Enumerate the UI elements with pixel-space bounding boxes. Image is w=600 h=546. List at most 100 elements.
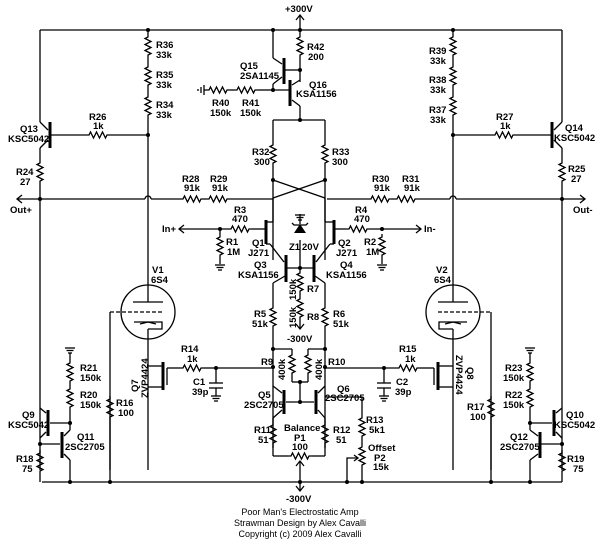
q13-part: KSC5042 <box>8 134 49 145</box>
r26-value: 1k <box>93 121 104 132</box>
caption-title: Poor Man's Electrostatic Amp <box>241 507 358 517</box>
r16-ref: R16 <box>116 398 133 409</box>
r3-ref: R3 <box>234 205 246 216</box>
input-stage <box>177 198 423 331</box>
q9-part: KSC5042 <box>8 420 49 431</box>
r4-ref: R4 <box>355 205 368 216</box>
q7-ref: Q7 <box>130 379 141 392</box>
r8-ref: R8 <box>307 312 319 323</box>
p2-value: 15k <box>373 462 390 473</box>
r35-value: 33k <box>156 80 173 91</box>
q13-ref: Q13 <box>20 124 38 135</box>
p1-name: Balance <box>284 423 320 434</box>
q8-ref: Q8 <box>464 367 475 380</box>
r7-ref: R7 <box>307 284 319 295</box>
r37-value: 33k <box>430 115 447 126</box>
r13-ref: R13 <box>366 415 383 426</box>
z1-value: 20V <box>302 242 320 253</box>
q10-part: KSC5042 <box>554 420 595 431</box>
r19-value: 75 <box>573 464 584 475</box>
v1-ref: V1 <box>152 265 164 276</box>
r7-value: 150k <box>288 278 299 300</box>
caption-copyright: Copyright (c) 2009 Alex Cavalli <box>238 529 361 539</box>
r24-value: 27 <box>20 177 31 188</box>
r1-value: 1M <box>227 247 240 258</box>
r24-ref: R24 <box>16 167 34 178</box>
r4-value: 470 <box>354 214 370 225</box>
r17-ref: R17 <box>467 402 484 413</box>
r30-ref: R30 <box>372 174 389 185</box>
v2-ref: V2 <box>436 265 448 276</box>
q14-part: KSC5042 <box>554 133 595 144</box>
r39-value: 33k <box>430 56 447 67</box>
r21-value: 150k <box>80 373 102 384</box>
r1-ref: R1 <box>226 237 239 248</box>
r38-value: 33k <box>430 85 447 96</box>
r22-ref: R22 <box>505 390 522 401</box>
r37-ref: R37 <box>429 105 446 116</box>
p1-ref: P1 <box>294 433 306 444</box>
r15-value: 1k <box>405 354 416 365</box>
negative-rail-bottom-label: -300V <box>286 494 312 505</box>
r42-value: 200 <box>308 52 324 63</box>
q3-part: KSA1156 <box>238 270 279 281</box>
r15-ref: R15 <box>399 344 417 355</box>
q2-part: J271 <box>336 248 358 259</box>
r21-ref: R21 <box>80 363 98 374</box>
c2-value: 39p <box>395 387 412 398</box>
r34-value: 33k <box>156 110 173 121</box>
r14-ref: R14 <box>181 344 199 355</box>
z1-ref: Z1 <box>289 242 301 253</box>
q13-transistor <box>36 30 148 470</box>
r11-ref: R11 <box>254 425 272 436</box>
r41-ref: R41 <box>242 98 260 109</box>
r33-ref: R33 <box>332 147 349 158</box>
q8-part: ZVP4424 <box>453 355 464 395</box>
vas-stage <box>42 304 562 493</box>
v1-part: 6S4 <box>151 275 169 286</box>
q1-part: J271 <box>248 248 270 259</box>
c1-ref: C1 <box>193 377 206 388</box>
r2-ref: R2 <box>364 237 376 248</box>
r17-value: 100 <box>470 412 486 423</box>
right-bias-stage <box>489 347 566 484</box>
r18-ref: R18 <box>16 454 33 465</box>
q4-part: KSA1156 <box>326 270 367 281</box>
out-plus-label: Out+ <box>10 205 32 216</box>
r31-ref: R31 <box>402 174 420 185</box>
q12-ref: Q12 <box>510 432 528 443</box>
out-minus-label: Out- <box>573 205 593 216</box>
r27-value: 1k <box>500 121 511 132</box>
q7-mosfet-stage <box>106 362 273 421</box>
r39-ref: R39 <box>429 46 446 57</box>
r34-ref: R34 <box>156 100 174 111</box>
q11-part: 2SC2705 <box>65 442 105 453</box>
r42-ref: R42 <box>307 42 324 53</box>
q6-ref: Q6 <box>337 384 350 395</box>
r27-ref: R27 <box>496 112 513 123</box>
r25-value: 27 <box>571 174 582 185</box>
r40-ref: R40 <box>212 98 229 109</box>
r3-value: 470 <box>232 214 248 225</box>
q5-part: 2SC2705 <box>244 400 284 411</box>
r9-ref: R9 <box>261 357 273 368</box>
q7-part: ZVP4424 <box>140 358 151 398</box>
r40-value: 150k <box>210 108 232 119</box>
r32-value: 300 <box>254 157 270 168</box>
q9-ref: Q9 <box>22 410 35 421</box>
p2-name: Offset <box>368 443 396 454</box>
r32-ref: R32 <box>252 147 269 158</box>
r30-value: 91k <box>374 183 391 194</box>
in-minus-label: In- <box>424 224 436 235</box>
left-bias-stage <box>36 347 112 484</box>
r13-value: 5k1 <box>369 425 386 436</box>
out-plus-line <box>15 194 273 204</box>
r28-ref: R28 <box>182 174 199 185</box>
q1-ref: Q1 <box>252 238 265 249</box>
r11-value: 51 <box>258 435 269 446</box>
q4-ref: Q4 <box>340 260 353 271</box>
r16-value: 100 <box>118 408 134 419</box>
r25-ref: R25 <box>568 164 586 175</box>
r29-value: 91k <box>212 183 229 194</box>
